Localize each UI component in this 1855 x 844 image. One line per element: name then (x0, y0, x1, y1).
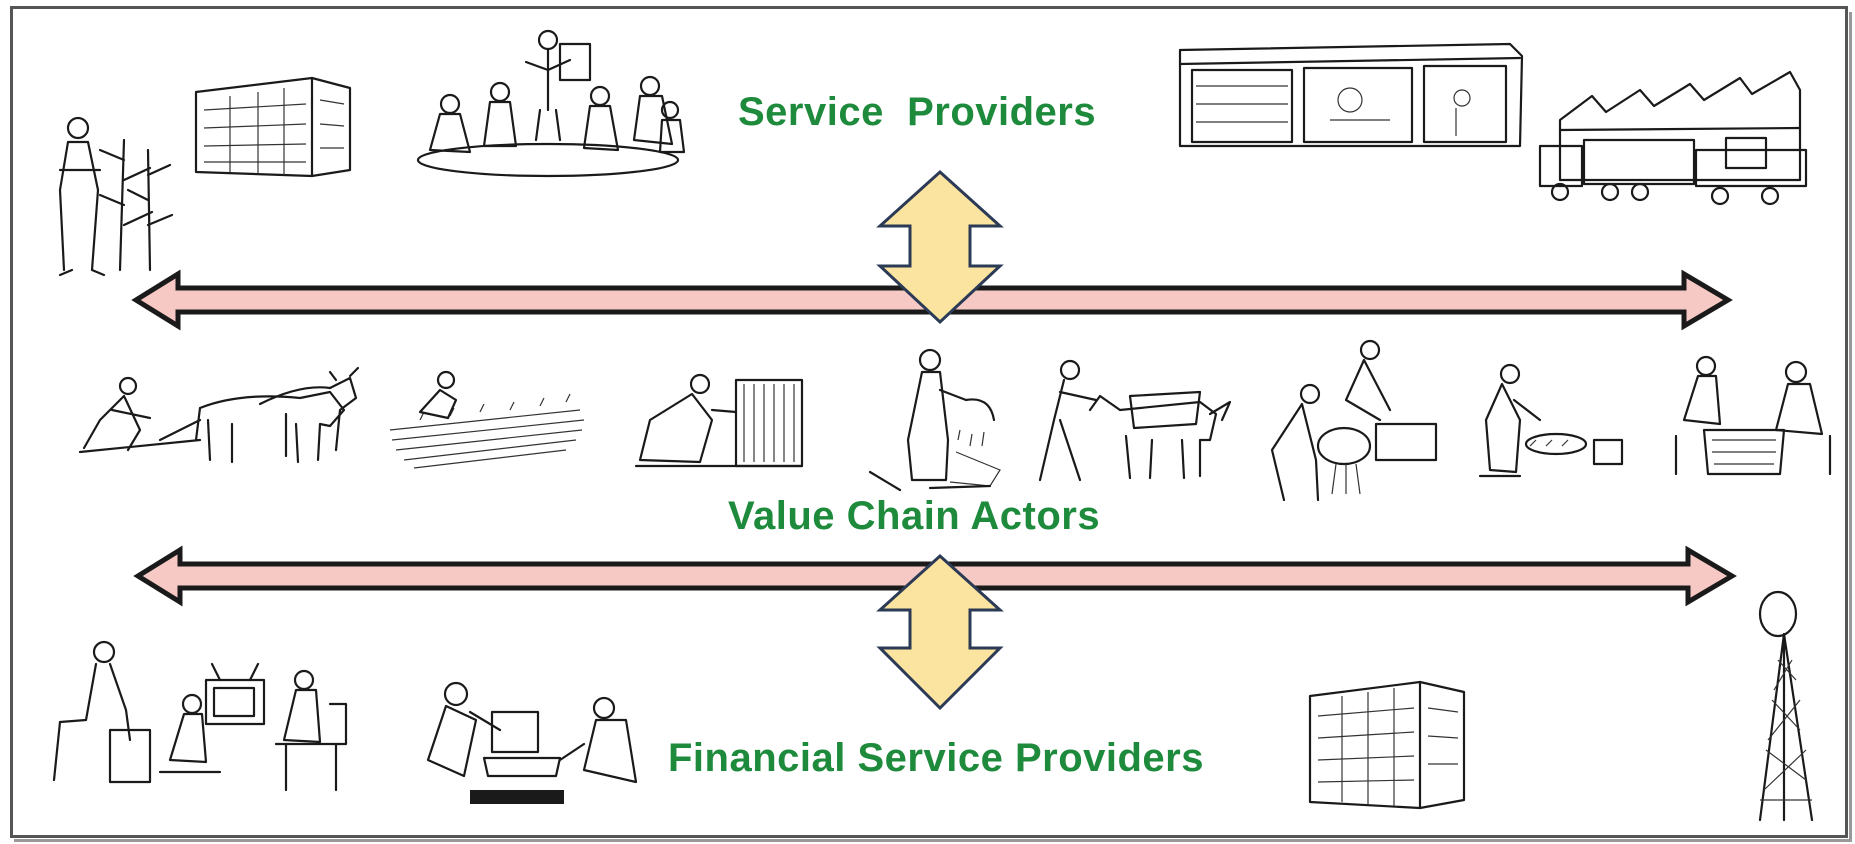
telecom-tower-icon (1758, 590, 1814, 822)
winnowing-icon (868, 348, 1001, 492)
financial-service-providers-label: Financial Service Providers (668, 736, 1204, 780)
market-trading-icon (1674, 355, 1832, 476)
frame-shadow (14, 12, 1852, 842)
vertical-arrow-top (876, 169, 1004, 325)
computer-service-icon (426, 681, 638, 804)
radio-tv-listeners-icon (52, 640, 348, 792)
donkey-transport-icon (1038, 359, 1232, 482)
value-chain-actors-label: Value Chain Actors (728, 494, 1101, 538)
office-building-icon (194, 76, 352, 178)
warehouse-truck-icon (1538, 70, 1808, 206)
ox-ploughing-icon (78, 366, 360, 464)
farmer-crop-icon (58, 116, 174, 277)
milling-icon (1270, 339, 1438, 502)
service-providers-label: Service Providers (738, 90, 1097, 134)
processing-icon (1478, 363, 1624, 478)
bank-building-icon (1308, 680, 1466, 810)
vertical-arrow-bottom (876, 553, 1004, 711)
planting-field-icon (389, 370, 585, 469)
harvesting-icon (634, 373, 804, 468)
group-meeting-icon (416, 29, 686, 178)
shop-stalls-icon (1178, 42, 1524, 148)
